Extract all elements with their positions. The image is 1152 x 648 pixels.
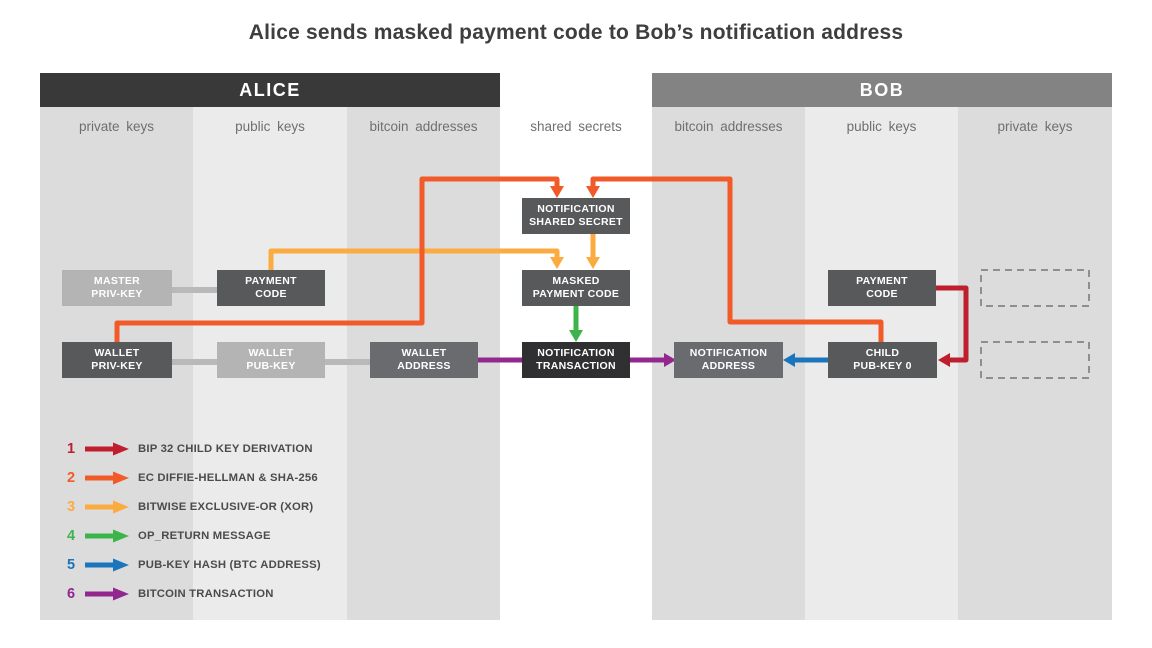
legend-number-2: 2 [66,470,76,486]
arrow-bip32-line [936,285,969,363]
legend-item-1: 1 BIP 32 CHILD KEY DERIVATION [62,441,321,457]
box-label: WALLET [401,346,447,359]
box-payment-code-bob: PAYMENT CODE [828,270,936,306]
arrow-pubkey-hash-head [783,353,795,367]
legend-number-1: 1 [66,441,76,457]
legend-arrow-icon-6 [85,587,129,601]
box-label: PUB-KEY 0 [853,360,912,372]
column-label-alice-public-keys: public keys [235,119,305,134]
box-label: ADDRESS [701,360,756,372]
legend-number-6: 6 [66,586,76,602]
column-label-alice-private-keys: private keys [78,119,155,134]
box-label: PUB-KEY [246,360,296,372]
box-label: ADDRESS [397,360,451,372]
box-label: PRIV-KEY [91,288,143,300]
arrow-ecdh-bob-line [590,176,884,342]
legend-arrow-icon-5 [85,558,129,572]
legend-number-3: 3 [66,499,76,515]
box-wallet-pub-key: WALLET PUB-KEY [217,342,325,378]
legend-label-6: BITCOIN TRANSACTION [138,588,274,600]
box-label: WALLET [94,346,140,359]
legend-arrow-icon-2 [85,471,129,485]
arrow-opreturn-head [569,330,583,342]
legend-item-2: 2 EC DIFFIE-HELLMAN & SHA-256 [62,470,321,486]
box-label: PAYMENT [245,274,297,287]
box-notification-transaction: NOTIFICATION TRANSACTION [522,342,630,378]
box-label: SHARED SECRET [529,216,623,228]
column-label-bob-public-keys: public keys [846,119,917,134]
legend-label-3: BITWISE EXCLUSIVE-OR (XOR) [138,501,314,513]
box-label: NOTIFICATION [537,202,615,215]
box-label: NOTIFICATION [689,346,768,359]
box-notification-shared-secret: NOTIFICATION SHARED SECRET [522,198,630,234]
legend-item-3: 3 BITWISE EXCLUSIVE-OR (XOR) [62,499,321,515]
legend-item-5: 5 PUB-KEY HASH (BTC ADDRESS) [62,557,321,573]
arrow-ecdh-alice-head [550,186,564,198]
box-label: CODE [255,288,287,300]
bob-header: BOB [652,73,1112,107]
legend-number-5: 5 [66,557,76,573]
page-title: Alice sends masked payment code to Bob’s… [248,21,904,44]
column-label-bob-private-keys: private keys [997,119,1073,134]
legend-item-6: 6 BITCOIN TRANSACTION [62,586,321,602]
legend-number-4: 4 [66,528,76,544]
box-masked-payment-code: MASKED PAYMENT CODE [522,270,630,306]
legend-item-4: 4 OP_RETURN MESSAGE [62,528,321,544]
box-notification-address: NOTIFICATION ADDRESS [674,342,783,378]
box-label: MASKED [552,274,600,287]
box-master-priv-key: MASTER PRIV-KEY [62,270,172,306]
column-label-shared-secrets: shared secrets [530,119,622,134]
arrow-ecdh-bob-head [586,186,600,198]
box-label: CHILD [865,346,900,359]
legend-arrow-icon-4 [85,529,129,543]
placeholder-box-top [980,269,1090,307]
box-label: PAYMENT CODE [532,288,620,300]
box-wallet-priv-key: WALLET PRIV-KEY [62,342,172,378]
legend-label-1: BIP 32 CHILD KEY DERIVATION [138,443,313,455]
arrow-xor-payment-code-line [268,248,560,270]
legend-arrow-icon-3 [85,500,129,514]
box-label: WALLET [248,346,294,359]
column-label-bob-bitcoin-addresses: bitcoin addresses [674,119,783,134]
legend-arrow-icon-1 [85,442,129,456]
box-label: PRIV-KEY [91,360,143,372]
arrow-btc-transaction-head [664,353,676,367]
box-label: PAYMENT [856,274,908,287]
arrow-bip32-head [938,353,950,367]
box-child-pub-key-0: CHILD PUB-KEY 0 [828,342,937,378]
alice-header: ALICE [40,73,500,107]
box-label: MASTER [93,274,141,287]
arrow-ecdh-alice-line [114,176,560,342]
arrow-xor-payment-code-head [550,257,564,269]
legend: 1 BIP 32 CHILD KEY DERIVATION 2 EC DIFFI… [62,441,321,616]
arrow-xor-shared-secret-head [586,257,600,269]
box-label: TRANSACTION [536,360,616,372]
legend-label-2: EC DIFFIE-HELLMAN & SHA-256 [138,472,318,484]
legend-label-5: PUB-KEY HASH (BTC ADDRESS) [138,559,321,571]
box-wallet-address: WALLET ADDRESS [370,342,478,378]
legend-label-4: OP_RETURN MESSAGE [138,530,271,542]
column-label-alice-bitcoin-addresses: bitcoin addresses [369,119,478,134]
alice-header-label: ALICE [239,79,301,100]
box-label: NOTIFICATION [537,346,615,359]
bob-header-label: BOB [859,79,905,100]
placeholder-box-bottom [980,341,1090,379]
box-payment-code-alice: PAYMENT CODE [217,270,325,306]
box-label: CODE [866,288,898,300]
bob-column-private-keys [958,107,1112,620]
